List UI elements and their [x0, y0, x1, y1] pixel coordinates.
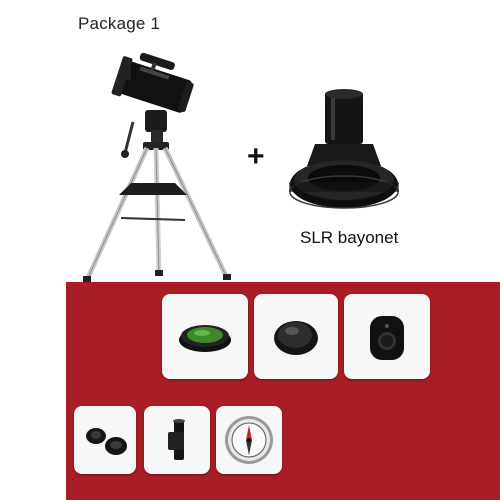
package-title: Package 1	[78, 14, 161, 33]
eyepieces-tile	[74, 406, 136, 474]
erecting-eyepiece-icon	[168, 419, 185, 460]
telescope-image	[83, 52, 231, 282]
filter-tile	[162, 294, 248, 379]
lens-cap-icon	[274, 321, 318, 355]
slr-adapter-image	[289, 89, 399, 209]
green-filter-icon	[179, 325, 231, 352]
slr-bayonet-caption: SLR bayonet	[300, 228, 399, 247]
plus-sign: +	[247, 140, 265, 173]
lens-cap-tile	[254, 294, 338, 379]
bluetooth-remote-icon	[370, 316, 404, 360]
compass-icon	[225, 416, 273, 464]
compass-tile	[216, 406, 282, 474]
erecting-eyepiece-tile	[144, 406, 210, 474]
eyepieces-icon	[86, 428, 127, 455]
remote-tile	[344, 294, 430, 379]
